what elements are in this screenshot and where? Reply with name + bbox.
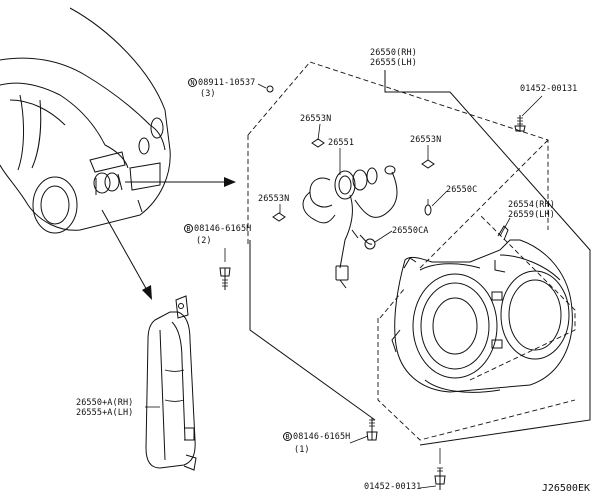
label-screw-top: 01452-00131 xyxy=(520,84,578,94)
screw-bottom-icon xyxy=(434,448,446,490)
label-lens-cap-3: 26553N xyxy=(258,194,290,204)
lens-cap-1-icon xyxy=(311,138,325,148)
label-lamp-rh: 26554(RH) xyxy=(508,200,555,210)
label-lamp-lh: 26559(LH) xyxy=(508,210,555,220)
n-prefix-circle: N xyxy=(188,78,197,87)
b-prefix-circle: B xyxy=(184,224,193,233)
assembly-leader-frame xyxy=(249,70,591,446)
label-n-bolt-qty: (3) xyxy=(200,89,216,99)
b-prefix-circle: B xyxy=(283,432,292,441)
label-lens-cap-1: 26553N xyxy=(300,114,332,124)
label-b-bolt-1-qty: (2) xyxy=(196,236,212,246)
lens-cap-3-icon xyxy=(272,212,286,222)
bulb-socket-harness xyxy=(302,165,398,289)
tail-lamp-housing xyxy=(391,225,573,393)
car-rear-illustration xyxy=(0,7,171,234)
label-side-lh: 26555+A(LH) xyxy=(76,408,134,418)
pointer-arrows xyxy=(101,177,236,300)
label-screw-bottom: 01452-00131 xyxy=(364,482,422,492)
label-bulb-c: 26550C xyxy=(446,185,478,195)
label-bulb-socket: 26551 xyxy=(328,138,355,148)
label-assembly-lh: 26555(LH) xyxy=(370,58,417,68)
small-parts xyxy=(257,83,435,222)
leader-lines xyxy=(145,95,543,489)
side-marker-lamp xyxy=(145,295,197,471)
screw-top-icon xyxy=(514,115,526,132)
assembly-boundary xyxy=(247,61,576,441)
label-b-bolt-2-qty: (1) xyxy=(294,445,310,455)
b-bolt-1-icon xyxy=(219,248,231,290)
b-bolt-2-icon xyxy=(366,418,378,441)
lens-cap-2-icon xyxy=(421,159,435,169)
label-bulb-ca: 26550CA xyxy=(392,226,429,236)
label-assembly-rh: 26550(RH) xyxy=(370,48,417,58)
screws xyxy=(219,115,526,490)
diagram-reference-code: J26500EK xyxy=(541,483,590,494)
label-side-rh: 26550+A(RH) xyxy=(76,398,134,408)
n-bolt-icon xyxy=(266,85,274,93)
label-lens-cap-2: 26553N xyxy=(410,135,442,145)
bulb-c-icon xyxy=(424,204,432,216)
